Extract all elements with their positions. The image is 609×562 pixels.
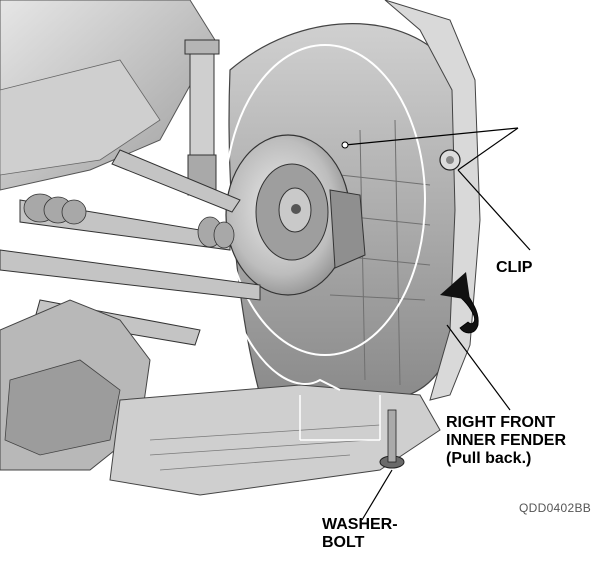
clip-leader-3 (457, 169, 531, 251)
clip-leader-2 (457, 127, 519, 171)
clip-label-text: CLIP (496, 259, 533, 276)
inner-fender-label-line3: (Pull back.) (446, 450, 532, 467)
fender-edge (384, 0, 481, 401)
washer-leader (361, 469, 393, 521)
inner-fender-label-line1: RIGHT FRONT (446, 414, 556, 431)
cv-boot (23, 193, 235, 249)
clip-leader-1 (344, 127, 519, 146)
body-panel-lower (0, 59, 161, 176)
washer-bolt-label: WASHER- BOLT (322, 516, 398, 552)
washer-bolt-label-line1: WASHER- (322, 516, 398, 533)
inner-fender-label-line2: INNER FENDER (446, 432, 567, 449)
washer-bolt-label-line2: BOLT (322, 534, 365, 551)
strut-assembly (184, 39, 220, 196)
clip-label: CLIP (496, 259, 532, 277)
brake-caliper (329, 189, 366, 269)
inner-fender-label: RIGHT FRONT INNER FENDER (Pull back.) (446, 414, 566, 468)
figure-code: QDD0402BB (519, 501, 592, 515)
washer-bolt-part (299, 395, 405, 469)
fender-leader (446, 324, 511, 411)
fender-pull-path (229, 299, 341, 391)
